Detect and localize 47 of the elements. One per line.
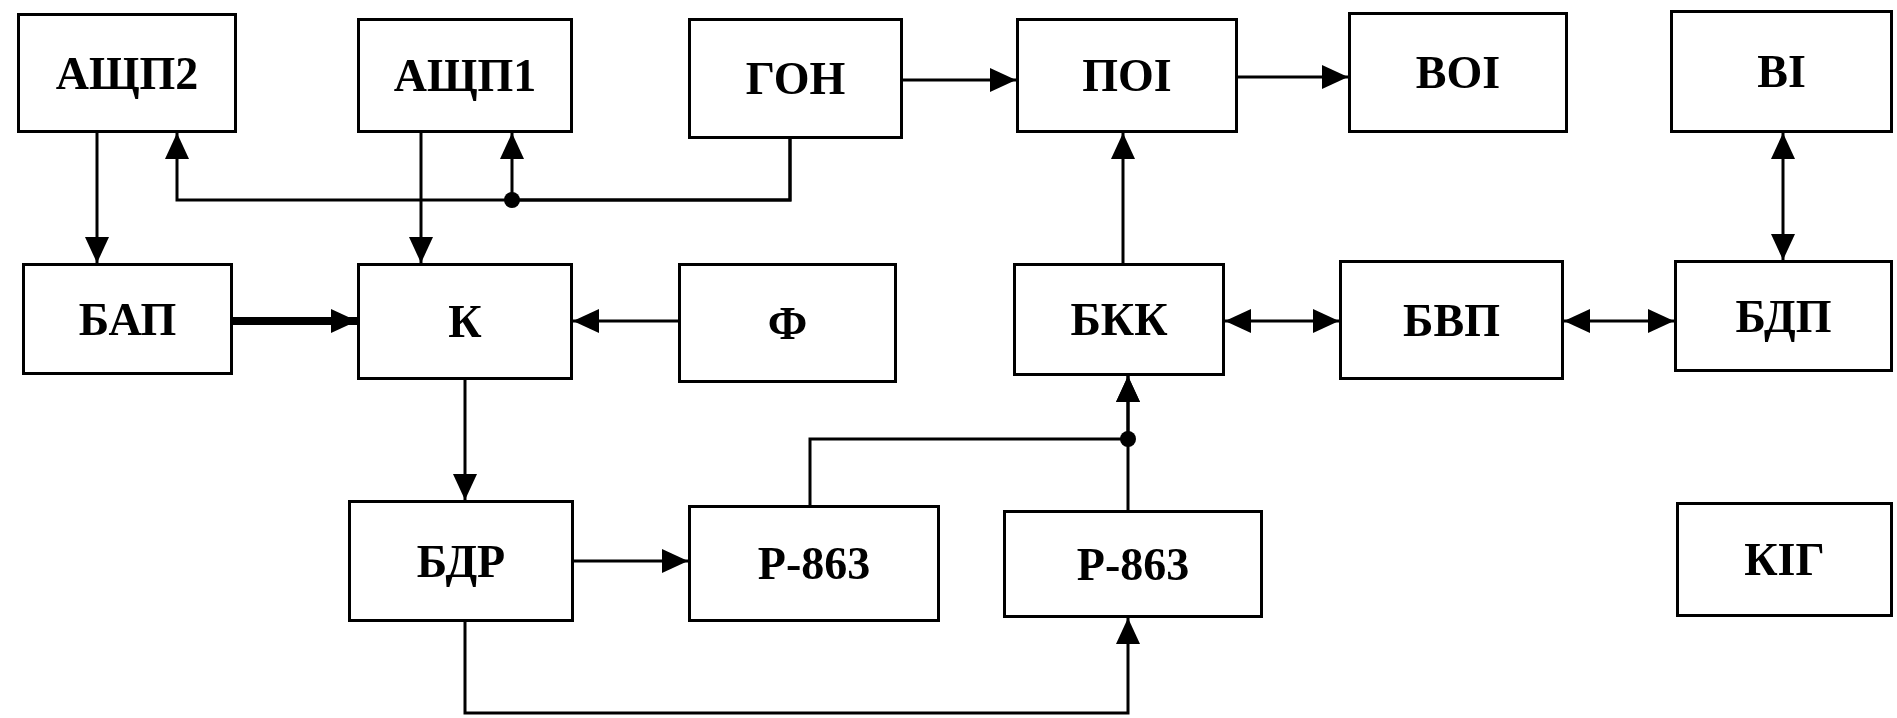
block-box [1670, 10, 1893, 133]
block-label: Р-863 [757, 537, 871, 590]
block-label: БАП [78, 292, 177, 346]
arrow [573, 309, 678, 333]
block-box [1013, 263, 1225, 376]
arrow [409, 133, 433, 263]
block-label: АЩП1 [393, 49, 537, 102]
block-box [357, 263, 573, 380]
block-label: КІГ [1744, 533, 1825, 586]
block-label: ВОІ [1415, 46, 1501, 99]
block-box [678, 263, 897, 383]
arrow [1116, 376, 1140, 510]
block-label: АЩП2 [55, 46, 199, 100]
block-label: ПОІ [1082, 49, 1172, 102]
block-box [688, 505, 940, 622]
block-box [17, 13, 237, 133]
block-label: Р-863 [1076, 537, 1190, 591]
block-box [1348, 12, 1568, 133]
arrow [1225, 309, 1339, 333]
arrow [1111, 133, 1135, 263]
block-label: БДП [1735, 289, 1832, 343]
block-label: Ф [767, 296, 808, 350]
block-box [1339, 260, 1564, 380]
block-box [1676, 502, 1893, 617]
arrow [574, 549, 688, 573]
arrow [1238, 65, 1348, 89]
block-box [1674, 260, 1893, 372]
block-box [348, 500, 574, 622]
block-label: БКК [1070, 293, 1168, 346]
block-box [357, 18, 573, 133]
arrow [903, 68, 1016, 92]
block-label: ВІ [1757, 45, 1806, 98]
arrow [453, 380, 477, 500]
arrow [233, 309, 357, 333]
block-label: БВП [1403, 293, 1500, 347]
arrow [1771, 133, 1795, 260]
block-box [688, 18, 903, 139]
block-label: ГОН [745, 52, 846, 105]
block-box [22, 263, 233, 375]
arrow [1564, 309, 1674, 333]
arrow [463, 618, 1140, 715]
arrow [500, 133, 792, 202]
block-box [1003, 510, 1263, 618]
arrow [85, 133, 109, 263]
block-box [1016, 18, 1238, 133]
block-label: БДР [416, 534, 506, 588]
block-label: К [448, 295, 482, 348]
